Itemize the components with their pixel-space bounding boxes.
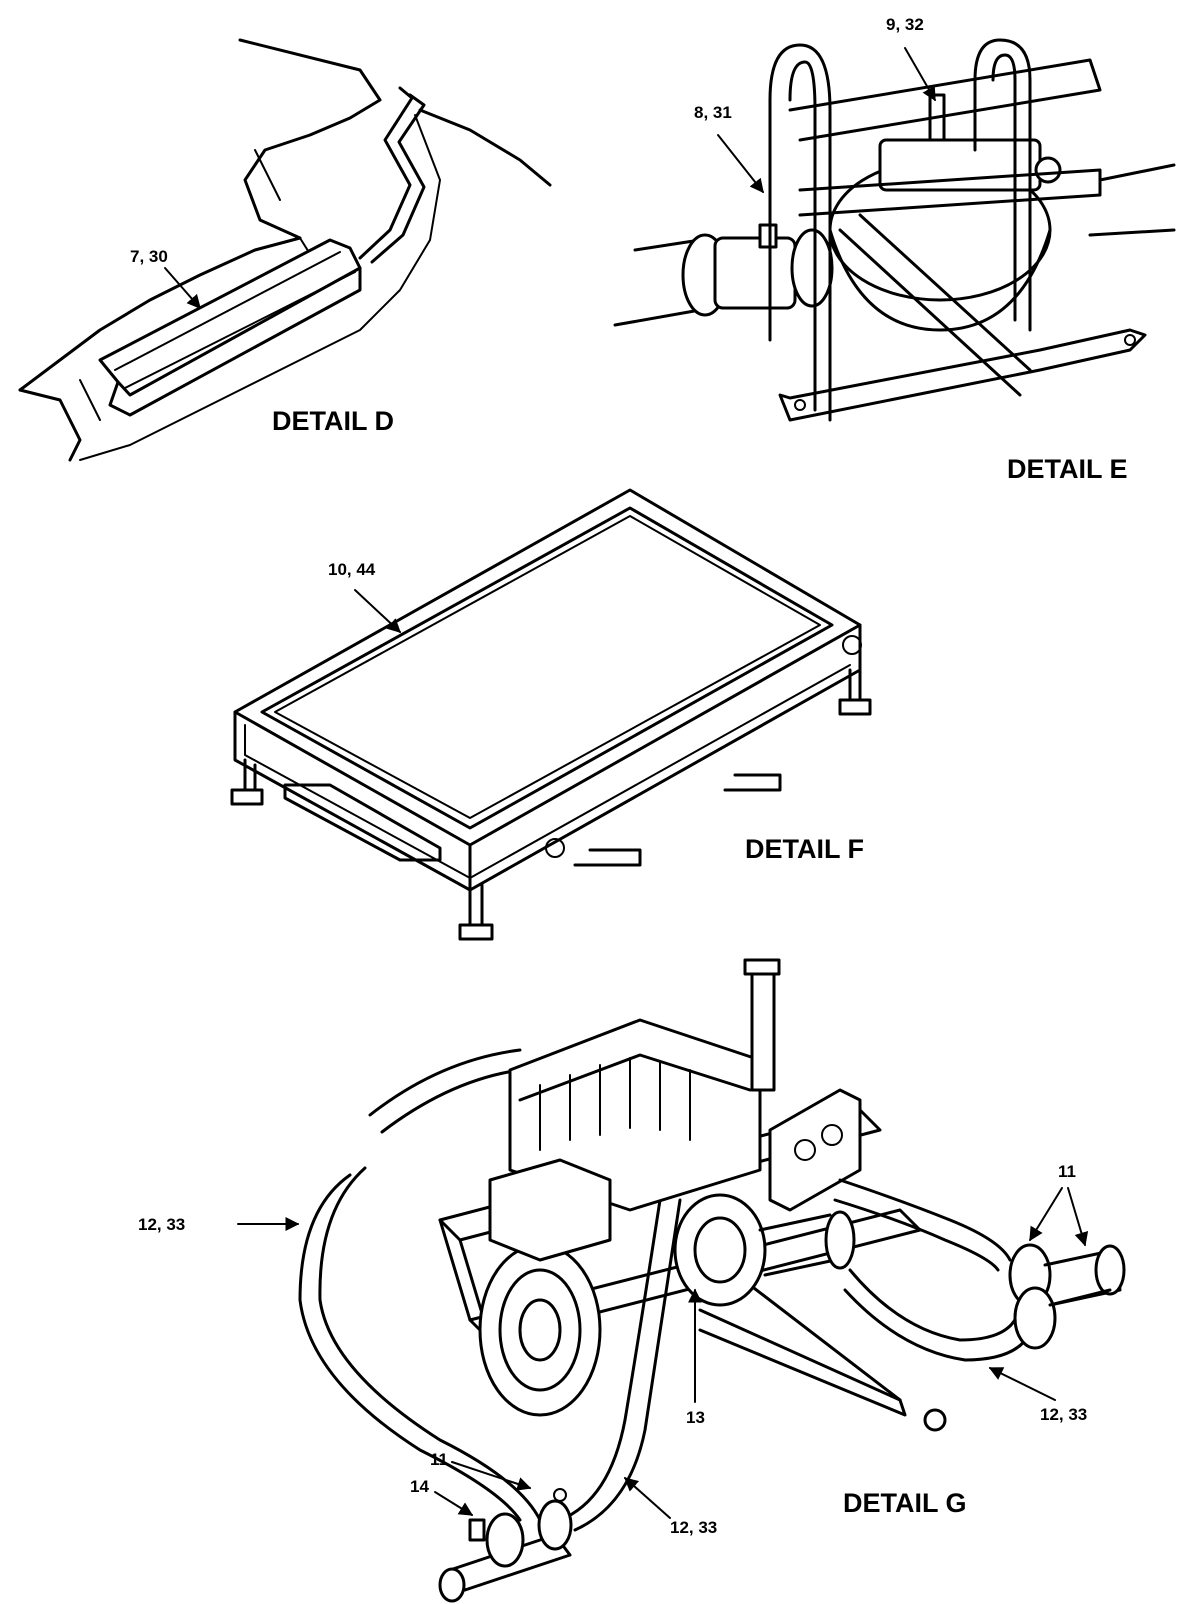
callout-11-right: 11 (1058, 1162, 1076, 1181)
callout-9-32: 9, 32 (886, 15, 924, 34)
callout-14-group: 14 (410, 1477, 474, 1516)
callout-11-right-group: 11 (1029, 1162, 1089, 1247)
detail-d-label: DETAIL D (272, 406, 394, 436)
detail-e-label: DETAIL E (1007, 454, 1128, 484)
callout-12-33-left-group: 12, 33 (138, 1215, 300, 1234)
callout-11-bottom: 11 (430, 1450, 448, 1469)
callout-13-group: 13 (686, 1288, 705, 1427)
detail-d-illustration (18, 38, 552, 462)
detail-g-illustration (298, 958, 1126, 1603)
callout-7-30: 7, 30 (130, 247, 168, 266)
detail-e-illustration (613, 38, 1176, 422)
callout-8-31: 8, 31 (694, 103, 732, 122)
callout-12-33-right-group: 12, 33 (988, 1367, 1087, 1424)
callout-10-44-group: 10, 44 (328, 560, 402, 633)
callout-8-31-group: 8, 31 (694, 103, 764, 194)
callout-12-33-bottom: 12, 33 (670, 1518, 717, 1537)
callout-14: 14 (410, 1477, 429, 1496)
detail-f-label: DETAIL F (745, 834, 864, 864)
detail-f-illustration (230, 488, 872, 941)
callout-7-30-group: 7, 30 (130, 247, 201, 310)
callout-10-44: 10, 44 (328, 560, 376, 579)
callout-13: 13 (686, 1408, 705, 1427)
detail-g-label: DETAIL G (843, 1488, 967, 1518)
callout-11-bottom-group: 11 (430, 1450, 532, 1491)
callout-12-33-right: 12, 33 (1040, 1405, 1087, 1424)
callout-12-33-left: 12, 33 (138, 1215, 185, 1234)
callout-12-33-bottom-group: 12, 33 (623, 1477, 717, 1537)
callout-9-32-group: 9, 32 (886, 15, 936, 102)
